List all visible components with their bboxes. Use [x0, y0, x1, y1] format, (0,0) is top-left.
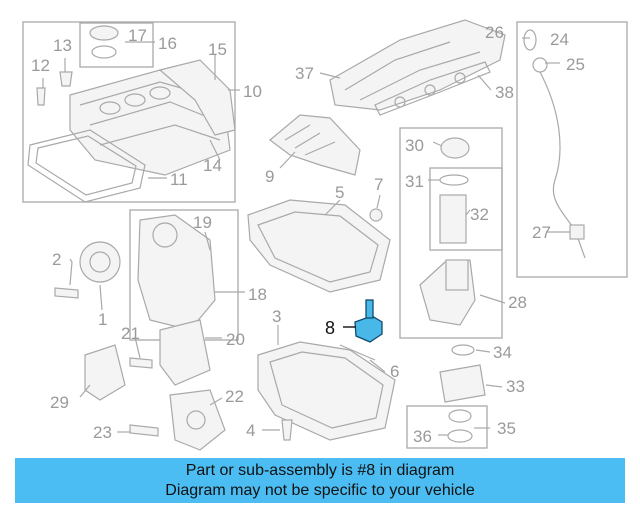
- oil-filler-cap-part: [89, 25, 119, 59]
- callout-5: 5: [335, 183, 344, 202]
- cooler-seal-group-box: [406, 405, 488, 449]
- callout-labels: 1 2 3 4 5 6 7 8 9 10 11 12 13 14 15 16 1…: [31, 23, 585, 446]
- valve-cover-gasket-part: [27, 129, 146, 203]
- callout-23: 23: [93, 423, 112, 442]
- oil-baffle-part: [269, 114, 361, 176]
- callout-19: 19: [193, 213, 212, 232]
- callout-24: 24: [550, 30, 569, 49]
- part-info-banner: Part or sub-assembly is #8 in diagram Di…: [15, 458, 625, 503]
- callout-3: 3: [272, 307, 281, 326]
- callout-2: 2: [52, 250, 61, 269]
- callout-20: 20: [226, 330, 245, 349]
- callout-35: 35: [497, 419, 516, 438]
- cover-20-part: [159, 319, 211, 386]
- timing-cover-part: [137, 214, 216, 331]
- callout-9: 9: [265, 167, 274, 186]
- filter-housing-part: [419, 259, 476, 326]
- filter-element-part: [439, 194, 467, 244]
- callout-34: 34: [493, 343, 512, 362]
- callout-1: 1: [98, 310, 107, 329]
- lower-oil-pan-part: [257, 341, 396, 441]
- oring-34-part: [451, 344, 475, 356]
- callout-15: 15: [208, 40, 227, 59]
- callout-16: 16: [158, 34, 177, 53]
- filter-element-subgroup-box: [429, 167, 503, 251]
- crank-pulley-part: [79, 241, 121, 283]
- banner-line-part-number: Part or sub-assembly is #8 in diagram: [185, 462, 455, 479]
- filter-oring-part: [439, 174, 469, 186]
- callout-11: 11: [170, 170, 188, 189]
- callout-13: 13: [53, 36, 72, 55]
- oil-pump-cover-part: [84, 344, 126, 401]
- callout-28: 28: [508, 293, 527, 312]
- callout-30: 30: [405, 136, 424, 155]
- callout-32: 32: [470, 205, 489, 224]
- callout-38: 38: [495, 83, 514, 102]
- leader-lines: [42, 37, 570, 436]
- callout-36: 36: [413, 427, 432, 446]
- callout-18: 18: [248, 285, 267, 304]
- highlighted-part-8: [354, 299, 383, 343]
- callout-33: 33: [506, 377, 525, 396]
- seal-6-part: [339, 344, 376, 361]
- callout-22: 22: [225, 387, 244, 406]
- callout-17: 17: [128, 26, 147, 45]
- intake-manifold-part: [329, 19, 506, 111]
- oil-cooler-part: [439, 364, 486, 403]
- valve-cover-group-box: [22, 21, 236, 203]
- callout-6: 6: [390, 362, 399, 381]
- callout-14: 14: [203, 156, 222, 175]
- callout-26: 26: [485, 23, 504, 42]
- pulley-bolt-part: [54, 287, 79, 299]
- filter-cap-part: [440, 137, 470, 159]
- dipstick-group-box: [516, 21, 628, 278]
- cooler-seals-part: [447, 409, 473, 443]
- drain-bolt-part: [281, 419, 293, 441]
- callout-25: 25: [566, 55, 585, 74]
- callout-21: 21: [121, 324, 140, 343]
- callout-27: 27: [532, 223, 551, 242]
- callout-4: 4: [246, 421, 255, 440]
- callout-31: 31: [405, 172, 424, 191]
- callout-12: 12: [31, 56, 50, 75]
- pcv-housing-part: [158, 59, 236, 136]
- callout-7: 7: [374, 175, 383, 194]
- bolt-7-part: [369, 208, 383, 222]
- callout-10: 10: [243, 82, 262, 101]
- oil-cap-subgroup-box: [79, 22, 154, 68]
- bolt-23-part: [129, 424, 159, 437]
- upper-oil-pan-part: [247, 199, 391, 293]
- intake-gasket-part: [374, 61, 491, 116]
- callout-29: 29: [50, 393, 69, 412]
- callout-37: 37: [295, 64, 314, 83]
- cover-22-part: [169, 389, 226, 451]
- bolt-21-part: [129, 357, 153, 369]
- exploded-parts-diagram: 1 2 3 4 5 6 7 8 9 10 11 12 13 14 15 16 1…: [22, 19, 628, 451]
- banner-line-disclaimer: Diagram may not be specific to your vehi…: [165, 482, 475, 499]
- callout-8: 8: [325, 318, 335, 338]
